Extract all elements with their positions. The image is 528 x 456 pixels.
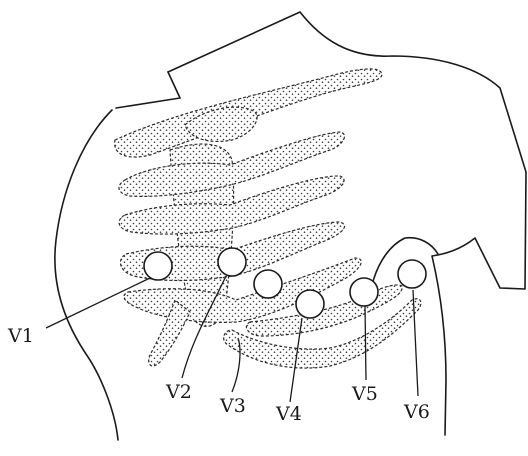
electrode-v6 xyxy=(398,260,426,288)
label-v6: V6 xyxy=(403,401,430,423)
electrode-v1 xyxy=(144,252,172,280)
label-v1: V1 xyxy=(7,325,34,347)
label-v5: V5 xyxy=(351,383,378,405)
electrode-v3 xyxy=(254,270,282,298)
label-v3: V3 xyxy=(219,395,246,417)
electrode-v4 xyxy=(296,290,324,318)
label-v2: V2 xyxy=(165,381,192,403)
label-v4: V4 xyxy=(275,403,302,425)
electrode-v2 xyxy=(218,248,246,276)
shoulder-notch xyxy=(116,72,180,108)
leader-v5 xyxy=(365,306,366,380)
electrode-v5 xyxy=(350,278,378,306)
left-arm-outline xyxy=(55,110,118,440)
